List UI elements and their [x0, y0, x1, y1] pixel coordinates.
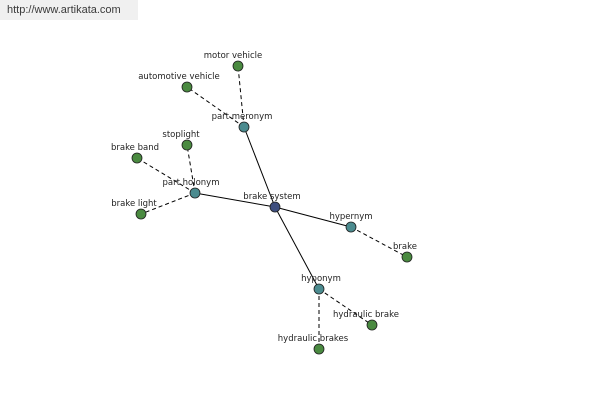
label-motor-vehicle: motor vehicle	[204, 51, 262, 61]
label-hydraulic-brake: hydraulic brake	[333, 310, 399, 320]
edge-part-holonym-to-brake-light	[140, 192, 196, 215]
label-brake-light: brake light	[111, 199, 157, 209]
edge-part-holonym-to-stoplight	[186, 144, 196, 194]
nodes-layer	[131, 60, 413, 355]
edge-brake-system-to-hypernym	[274, 206, 352, 228]
edge-part-holonym-to-brake-band	[136, 157, 196, 194]
node-hydraulic-brake[interactable]	[366, 319, 378, 331]
label-brake: brake	[393, 242, 417, 252]
edge-brake-system-to-hyponym	[274, 206, 320, 290]
edge-hypernym-to-brake	[350, 226, 408, 258]
label-hyponym: hyponym	[301, 274, 341, 284]
node-part-holonym[interactable]	[189, 187, 201, 199]
node-brake[interactable]	[401, 251, 413, 263]
label-hypernym: hypernym	[329, 212, 372, 222]
label-stoplight: stoplight	[162, 130, 200, 140]
node-hypernym[interactable]	[345, 221, 357, 233]
label-automotive-vehicle: automotive vehicle	[138, 72, 220, 82]
label-hydraulic-brakes: hydraulic brakes	[278, 334, 349, 344]
edge-brake-system-to-part-meronym	[243, 126, 276, 208]
node-automotive-vehicle[interactable]	[181, 81, 193, 93]
node-hyponym[interactable]	[313, 283, 325, 295]
node-brake-light[interactable]	[135, 208, 147, 220]
label-brake-band: brake band	[111, 143, 159, 153]
node-part-meronym[interactable]	[238, 121, 250, 133]
node-motor-vehicle[interactable]	[232, 60, 244, 72]
node-stoplight[interactable]	[181, 139, 193, 151]
edge-part-meronym-to-motor-vehicle	[237, 65, 245, 128]
url-banner: http://www.artikata.com	[0, 0, 138, 20]
edge-hyponym-to-hydraulic-brake	[318, 288, 373, 326]
node-hydraulic-brakes[interactable]	[313, 343, 325, 355]
label-brake-system: brake system	[243, 192, 300, 202]
edge-brake-system-to-part-holonym	[194, 192, 276, 208]
labels-layer: brake system part meronym part holonym hype…	[111, 51, 417, 344]
edge-part-meronym-to-automotive-vehicle	[186, 86, 245, 128]
label-part-meronym: part meronym	[212, 112, 273, 122]
node-brake-system[interactable]	[269, 201, 281, 213]
node-brake-band[interactable]	[131, 152, 143, 164]
label-part-holonym: part holonym	[163, 178, 220, 188]
edges-layer	[136, 65, 408, 349]
